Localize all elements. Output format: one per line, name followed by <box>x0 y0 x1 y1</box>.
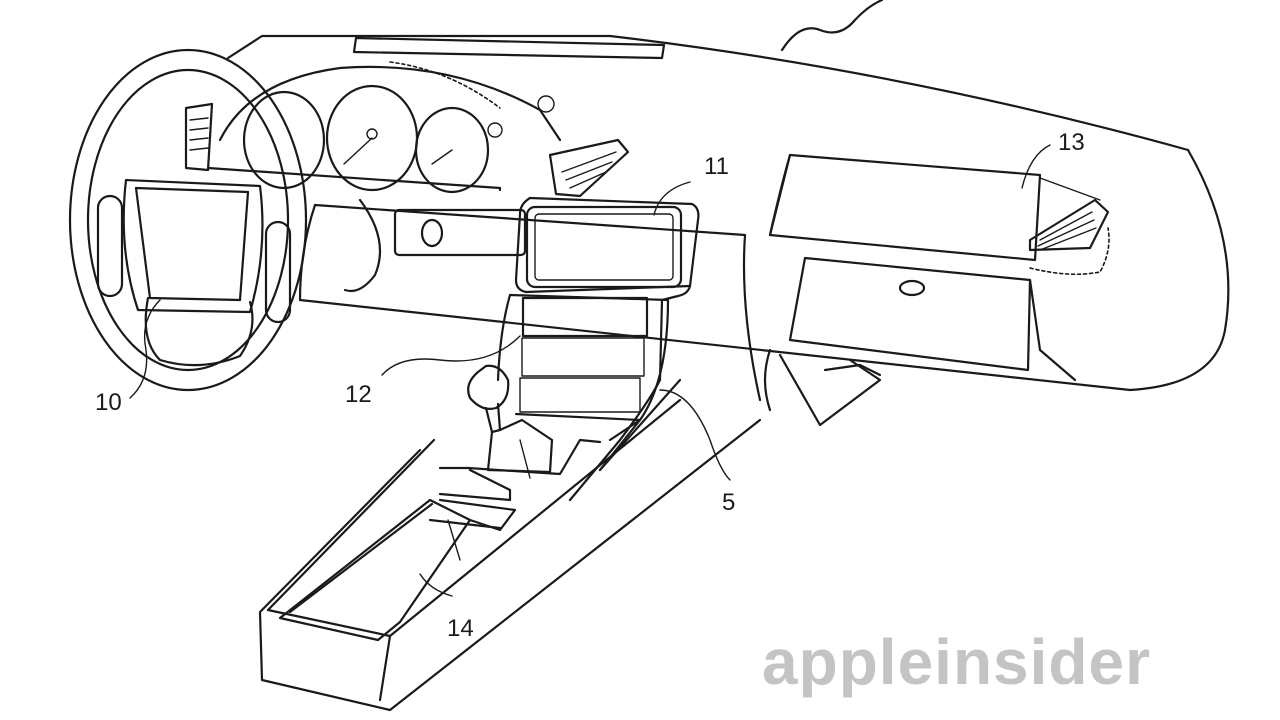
console-storage <box>258 378 762 712</box>
instrument-cluster <box>184 61 630 198</box>
leader-10 <box>129 299 161 399</box>
control-panel <box>521 296 649 338</box>
ref-12-label: 12 <box>345 381 372 408</box>
leader-12 <box>381 335 521 376</box>
touchscreen-display <box>525 205 683 289</box>
reference-labels: 10 11 12 13 5 14 <box>95 129 1085 642</box>
leader-lines <box>129 144 1051 597</box>
tachometer-gauge <box>242 90 326 190</box>
glovebox-area <box>763 153 1110 427</box>
leader-11 <box>653 181 691 216</box>
fuel-gauge <box>414 106 490 194</box>
lower-dashboard <box>298 198 762 402</box>
ref-11-label: 11 <box>704 153 729 180</box>
ref-14-label: 14 <box>447 615 474 642</box>
center-console <box>496 196 700 502</box>
leader-14 <box>419 573 453 597</box>
leader-5 <box>659 389 731 481</box>
ref-10-label: 10 <box>95 389 122 416</box>
ref-13-label: 13 <box>1058 129 1085 156</box>
leader-13 <box>1021 144 1051 189</box>
appleinsider-watermark: appleinsider <box>762 626 1151 698</box>
dashboard-outline <box>226 0 1230 392</box>
gear-shifter <box>438 364 602 479</box>
steering-wheel <box>68 48 308 392</box>
ref-5-label: 5 <box>722 489 735 516</box>
